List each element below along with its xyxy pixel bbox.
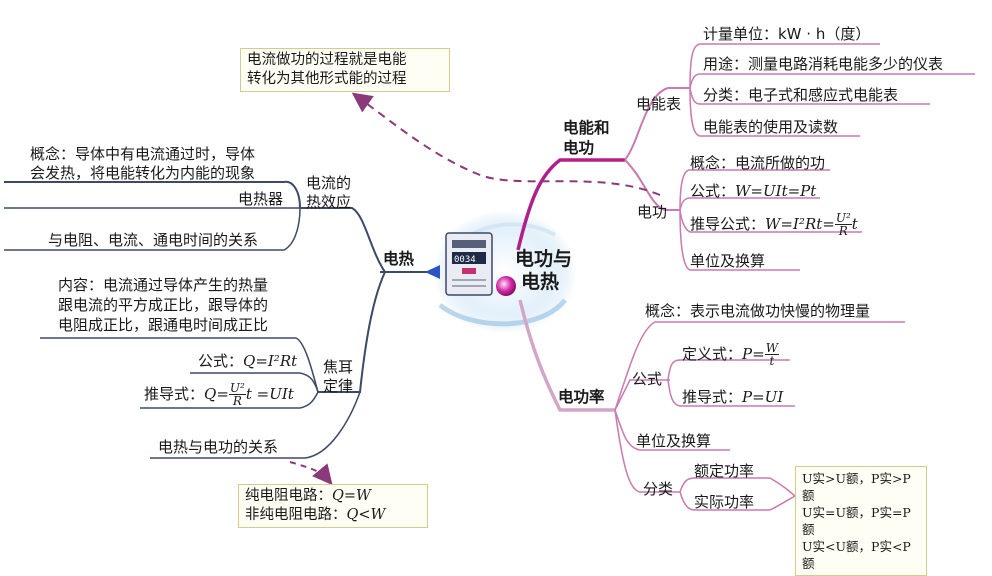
work-unit: 单位及换算 xyxy=(690,252,766,270)
meter-item-unit: 计量单位：kW · h（度） xyxy=(703,25,871,43)
work-derived-num: U² xyxy=(834,211,852,225)
joule-content: 内容：电流通过导体产生的热量 跟电流的平方成正比，跟导体的 电阻成正比，跟通电时… xyxy=(58,275,268,335)
branch-electric-heat: 电热 xyxy=(383,250,415,268)
work-derived-lhs: W=I²Rt= xyxy=(765,215,835,233)
non-resistive-formula: Q<W xyxy=(346,507,386,523)
thermal-concept-line2: 会发热，将电能转化为内能的现象 xyxy=(30,164,256,182)
electric-heater: 电热器 xyxy=(238,190,284,208)
arrow-to-note xyxy=(351,92,661,196)
joule-derived-prefix: 推导式： xyxy=(144,385,205,403)
work-derived-den: R xyxy=(838,224,848,238)
power-unit: 单位及换算 xyxy=(636,432,712,450)
thermal-concept-line1: 概念：导体中有电流通过时，导体 xyxy=(30,145,256,163)
power-derived: 推导式：P=UI xyxy=(682,388,783,406)
joule-content-line2: 跟电流的平方成正比，跟导体的 xyxy=(58,296,269,314)
joule-content-line3: 电阻成正比，跟通电时间成正比 xyxy=(58,316,269,334)
bottom-box: 纯电阻电路：Q=W 非纯电阻电路：Q<W xyxy=(238,484,428,528)
meter-item-types: 分类：电子式和感应式电能表 xyxy=(703,86,899,104)
joule-law-label: 焦耳 定律 xyxy=(323,358,353,396)
power-def-prefix: 定义式： xyxy=(682,345,743,363)
actual-power: 实际功率 xyxy=(694,493,755,511)
thermal-effect-label: 电流的 热效应 xyxy=(306,174,351,212)
power-def-num: W xyxy=(764,341,780,355)
power-formula-group: 公式 xyxy=(632,370,663,388)
work-label: 电功 xyxy=(637,203,668,221)
joule-law-label-line2: 定律 xyxy=(323,377,354,395)
joule-formula-value: Q=I²Rt xyxy=(243,352,298,370)
heat-relation: 与电阻、电流、通电时间的关系 xyxy=(48,231,259,249)
joule-derived-num: U² xyxy=(228,381,246,395)
joule-formula-prefix: 公式： xyxy=(198,352,244,370)
work-derived-prefix: 推导公式： xyxy=(690,215,766,233)
work-concept: 概念：电流所做的功 xyxy=(690,154,826,172)
work-derived-rhs: t xyxy=(851,215,858,233)
power-def-lhs: P= xyxy=(742,345,765,363)
bottom-box-line2: 非纯电阻电路：Q<W xyxy=(245,506,421,525)
pure-resistive-label: 纯电阻电路： xyxy=(245,488,332,504)
thermal-effect-label-line1: 电流的 xyxy=(306,174,352,192)
branch-power: 电功率 xyxy=(558,388,605,406)
ratio-less: U实<U额，P实<P额 xyxy=(802,539,911,571)
svg-text:0034: 0034 xyxy=(454,255,476,265)
bottom-box-line1: 纯电阻电路：Q=W xyxy=(245,487,421,506)
electricity-meter-icon: 0034 xyxy=(445,232,493,296)
power-def-den: t xyxy=(769,354,775,368)
meter-item-use: 用途：测量电路消耗电能多少的仪表 xyxy=(703,55,944,73)
work-formula-value: W=UIt=Pt xyxy=(735,182,817,200)
arrow-to-bottom-box xyxy=(289,461,333,486)
left-branch-marker xyxy=(425,265,440,279)
top-note-box: 电流做功的过程就是电能 转化为其他形式能的过程 xyxy=(240,48,450,92)
meter-label: 电能表 xyxy=(636,95,682,113)
top-note-line1: 电流做功的过程就是电能 xyxy=(247,52,407,68)
joule-derived-den: R xyxy=(232,394,242,408)
power-derived-prefix: 推导式： xyxy=(682,388,743,406)
center-dot xyxy=(496,276,516,296)
center-title-line2: 电热 xyxy=(521,271,560,293)
center-title: 电功与 电热 xyxy=(515,248,572,294)
meter-item-reading: 电能表的使用及读数 xyxy=(703,118,839,136)
joule-derived-rhs: t =UIt xyxy=(245,385,294,403)
energy-work-line2: 电功 xyxy=(563,139,595,157)
energy-work-line1: 电能和 xyxy=(563,119,610,137)
joule-derived-lhs: Q= xyxy=(204,385,229,403)
branch-energy-work: 电能和 电功 xyxy=(563,118,610,158)
power-ratio-box: U实>U额，P实>P额 U实=U额，P实=P额 U实<U额，P实<P额 xyxy=(795,466,927,576)
work-formula: 公式：W=UIt=Pt xyxy=(690,182,816,200)
non-resistive-label: 非纯电阻电路： xyxy=(245,507,347,523)
center-title-line1: 电功与 xyxy=(515,248,573,270)
pure-resistive-formula: Q=W xyxy=(332,488,371,504)
power-derived-formula: P=UI xyxy=(742,388,784,406)
ratio-greater: U实>U额，P实>P额 xyxy=(802,471,911,503)
rated-power: 额定功率 xyxy=(694,462,755,480)
joule-law-label-line1: 焦耳 xyxy=(323,358,354,376)
mindmap-connectors: 0034 xyxy=(4,43,975,511)
thermal-concept: 概念：导体中有电流通过时，导体 会发热，将电能转化为内能的现象 xyxy=(30,145,255,183)
power-concept: 概念：表示电流做功快慢的物理量 xyxy=(645,302,871,320)
thermal-effect-label-line2: 热效应 xyxy=(306,193,352,211)
ratio-equal: U实=U额，P实=P额 xyxy=(802,505,911,537)
joule-content-line1: 内容：电流通过导体产生的热量 xyxy=(58,276,269,294)
power-classification: 分类 xyxy=(643,480,674,498)
top-note-line2: 转化为其他形式能的过程 xyxy=(247,71,407,87)
heat-work-relation: 电热与电功的关系 xyxy=(158,438,279,456)
work-formula-prefix: 公式： xyxy=(690,182,736,200)
joule-formula: 公式：Q=I²Rt xyxy=(198,352,297,370)
